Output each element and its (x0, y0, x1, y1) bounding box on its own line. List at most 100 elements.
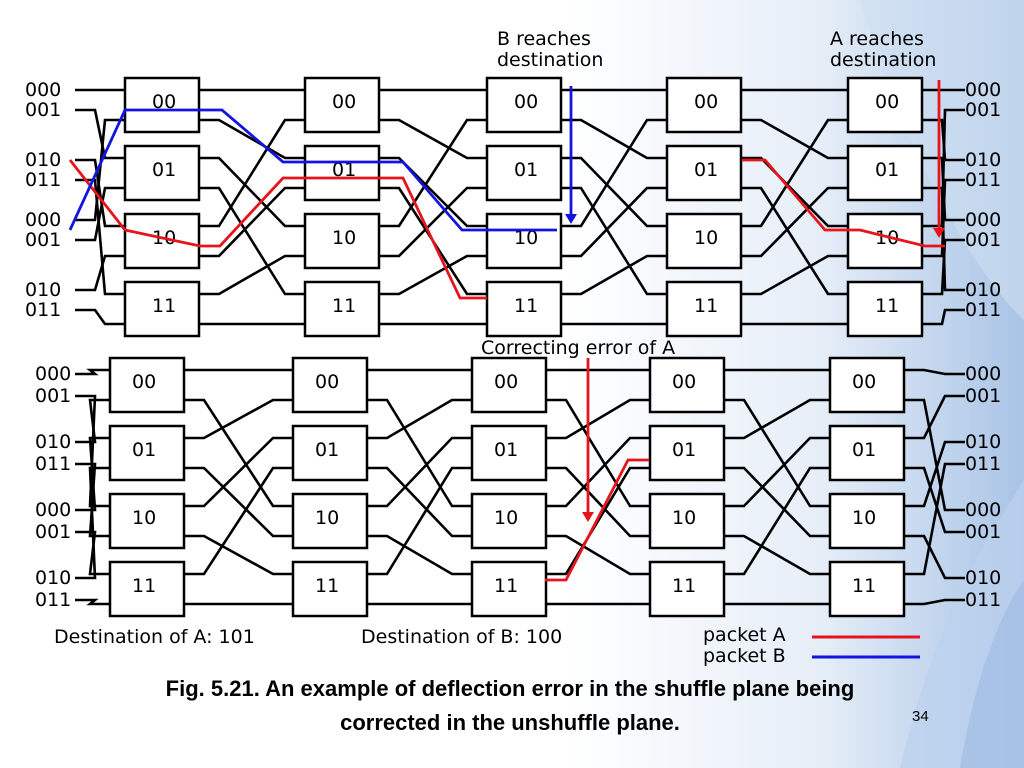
output-port-label: 001 (965, 521, 1001, 543)
legend-packet-a-label: packet A (703, 624, 786, 646)
switch-box (828, 560, 906, 618)
output-port-label: 011 (965, 589, 1001, 611)
input-wire (75, 186, 125, 242)
link-wire (741, 186, 848, 258)
switch-box (108, 356, 186, 414)
switch-box (123, 212, 201, 270)
link-wire (561, 118, 667, 160)
switch-box-label: 00 (875, 91, 899, 113)
switch-box-label: 01 (494, 439, 518, 461)
link-wire (367, 436, 472, 508)
switch-box (108, 560, 186, 618)
input-wire (75, 466, 110, 580)
input-port-label: 010 (35, 431, 71, 453)
switch-box (665, 280, 743, 338)
link-wire (741, 186, 848, 296)
link-wire (741, 118, 848, 160)
switch-box (303, 212, 381, 270)
switch-box-label: 10 (852, 507, 876, 529)
link-wire (724, 466, 830, 538)
link-wire (546, 534, 650, 576)
link-wire (199, 156, 305, 228)
switch-box-label: 01 (152, 159, 176, 181)
link-wire (546, 466, 650, 538)
switch-box (303, 280, 381, 338)
switch-box-label: 00 (132, 371, 156, 393)
switch-box (303, 144, 381, 202)
link-wire (184, 534, 293, 576)
link-wire (546, 398, 650, 440)
input-wire (75, 308, 125, 326)
link-wire (379, 118, 487, 228)
output-port-label: 010 (965, 431, 1001, 453)
switch-box-label: 00 (315, 371, 339, 393)
caption-line-1: Fig. 5.21. An example of deflection erro… (165, 676, 855, 701)
switch-box-label: 11 (494, 575, 518, 597)
correcting-arrowhead (582, 512, 594, 522)
switch-box (291, 356, 369, 414)
input-wire (75, 462, 110, 538)
switch-box-label: 11 (875, 295, 899, 317)
input-wire (75, 368, 110, 376)
switch-box (303, 76, 381, 134)
switch-box-label: 01 (315, 439, 339, 461)
switch-box-label: 10 (672, 507, 696, 529)
b-reaches-label-1: B reaches (497, 28, 591, 50)
output-port-label: 010 (965, 279, 1001, 301)
input-wire (75, 254, 125, 292)
link-wire (379, 254, 487, 296)
output-wire (904, 394, 965, 440)
output-port-label: 010 (965, 567, 1001, 589)
link-wire (724, 398, 830, 440)
input-wire (75, 398, 110, 444)
switch-box (485, 280, 563, 338)
switch-box-label: 11 (315, 575, 339, 597)
switch-box (648, 356, 726, 414)
link-wire (724, 436, 830, 508)
switch-box-label: 11 (672, 575, 696, 597)
link-wire (561, 254, 667, 296)
output-port-label: 000 (965, 79, 1001, 101)
output-wire (922, 308, 965, 326)
switch-box-label: 10 (332, 227, 356, 249)
input-port-label: 011 (35, 589, 71, 611)
input-port-label: 000 (35, 499, 71, 521)
switch-box (108, 492, 186, 550)
switch-box-label: 00 (852, 371, 876, 393)
shuffle-plane: 0001101100011011000110110001101100011011… (25, 76, 1001, 338)
b-reaches-arrowhead (565, 214, 577, 224)
output-port-label: 000 (965, 363, 1001, 385)
output-port-label: 011 (965, 299, 1001, 321)
a-reaches-arrowhead (933, 228, 945, 238)
switch-box-label: 10 (694, 227, 718, 249)
correcting-error-label: Correcting error of A (481, 337, 675, 359)
link-wire (199, 254, 305, 296)
switch-box (846, 280, 924, 338)
switch-box (846, 144, 924, 202)
link-wire (199, 186, 305, 296)
switch-box-label: 11 (694, 295, 718, 317)
link-wire (724, 398, 830, 508)
switch-box (846, 76, 924, 134)
switch-box-label: 00 (694, 91, 718, 113)
output-port-label: 011 (965, 453, 1001, 475)
switch-box (291, 492, 369, 550)
link-wire (184, 466, 293, 538)
switch-box (470, 560, 548, 618)
input-wire (75, 118, 125, 222)
switch-box-label: 01 (132, 439, 156, 461)
slide-number: 34 (912, 708, 929, 725)
link-wire (561, 186, 667, 296)
destination-a: Destination of A: 101 (54, 626, 255, 648)
input-port-label: 000 (35, 363, 71, 385)
switch-box-label: 01 (852, 439, 876, 461)
link-wire (724, 466, 830, 576)
switch-box-label: 01 (332, 159, 356, 181)
input-port-label: 000 (25, 79, 61, 101)
link-wire (367, 534, 472, 576)
packet-a-path-top (68, 159, 487, 300)
input-wire (75, 598, 110, 606)
link-wire (561, 186, 667, 258)
switch-box-label: 10 (494, 507, 518, 529)
link-wire (367, 466, 472, 538)
